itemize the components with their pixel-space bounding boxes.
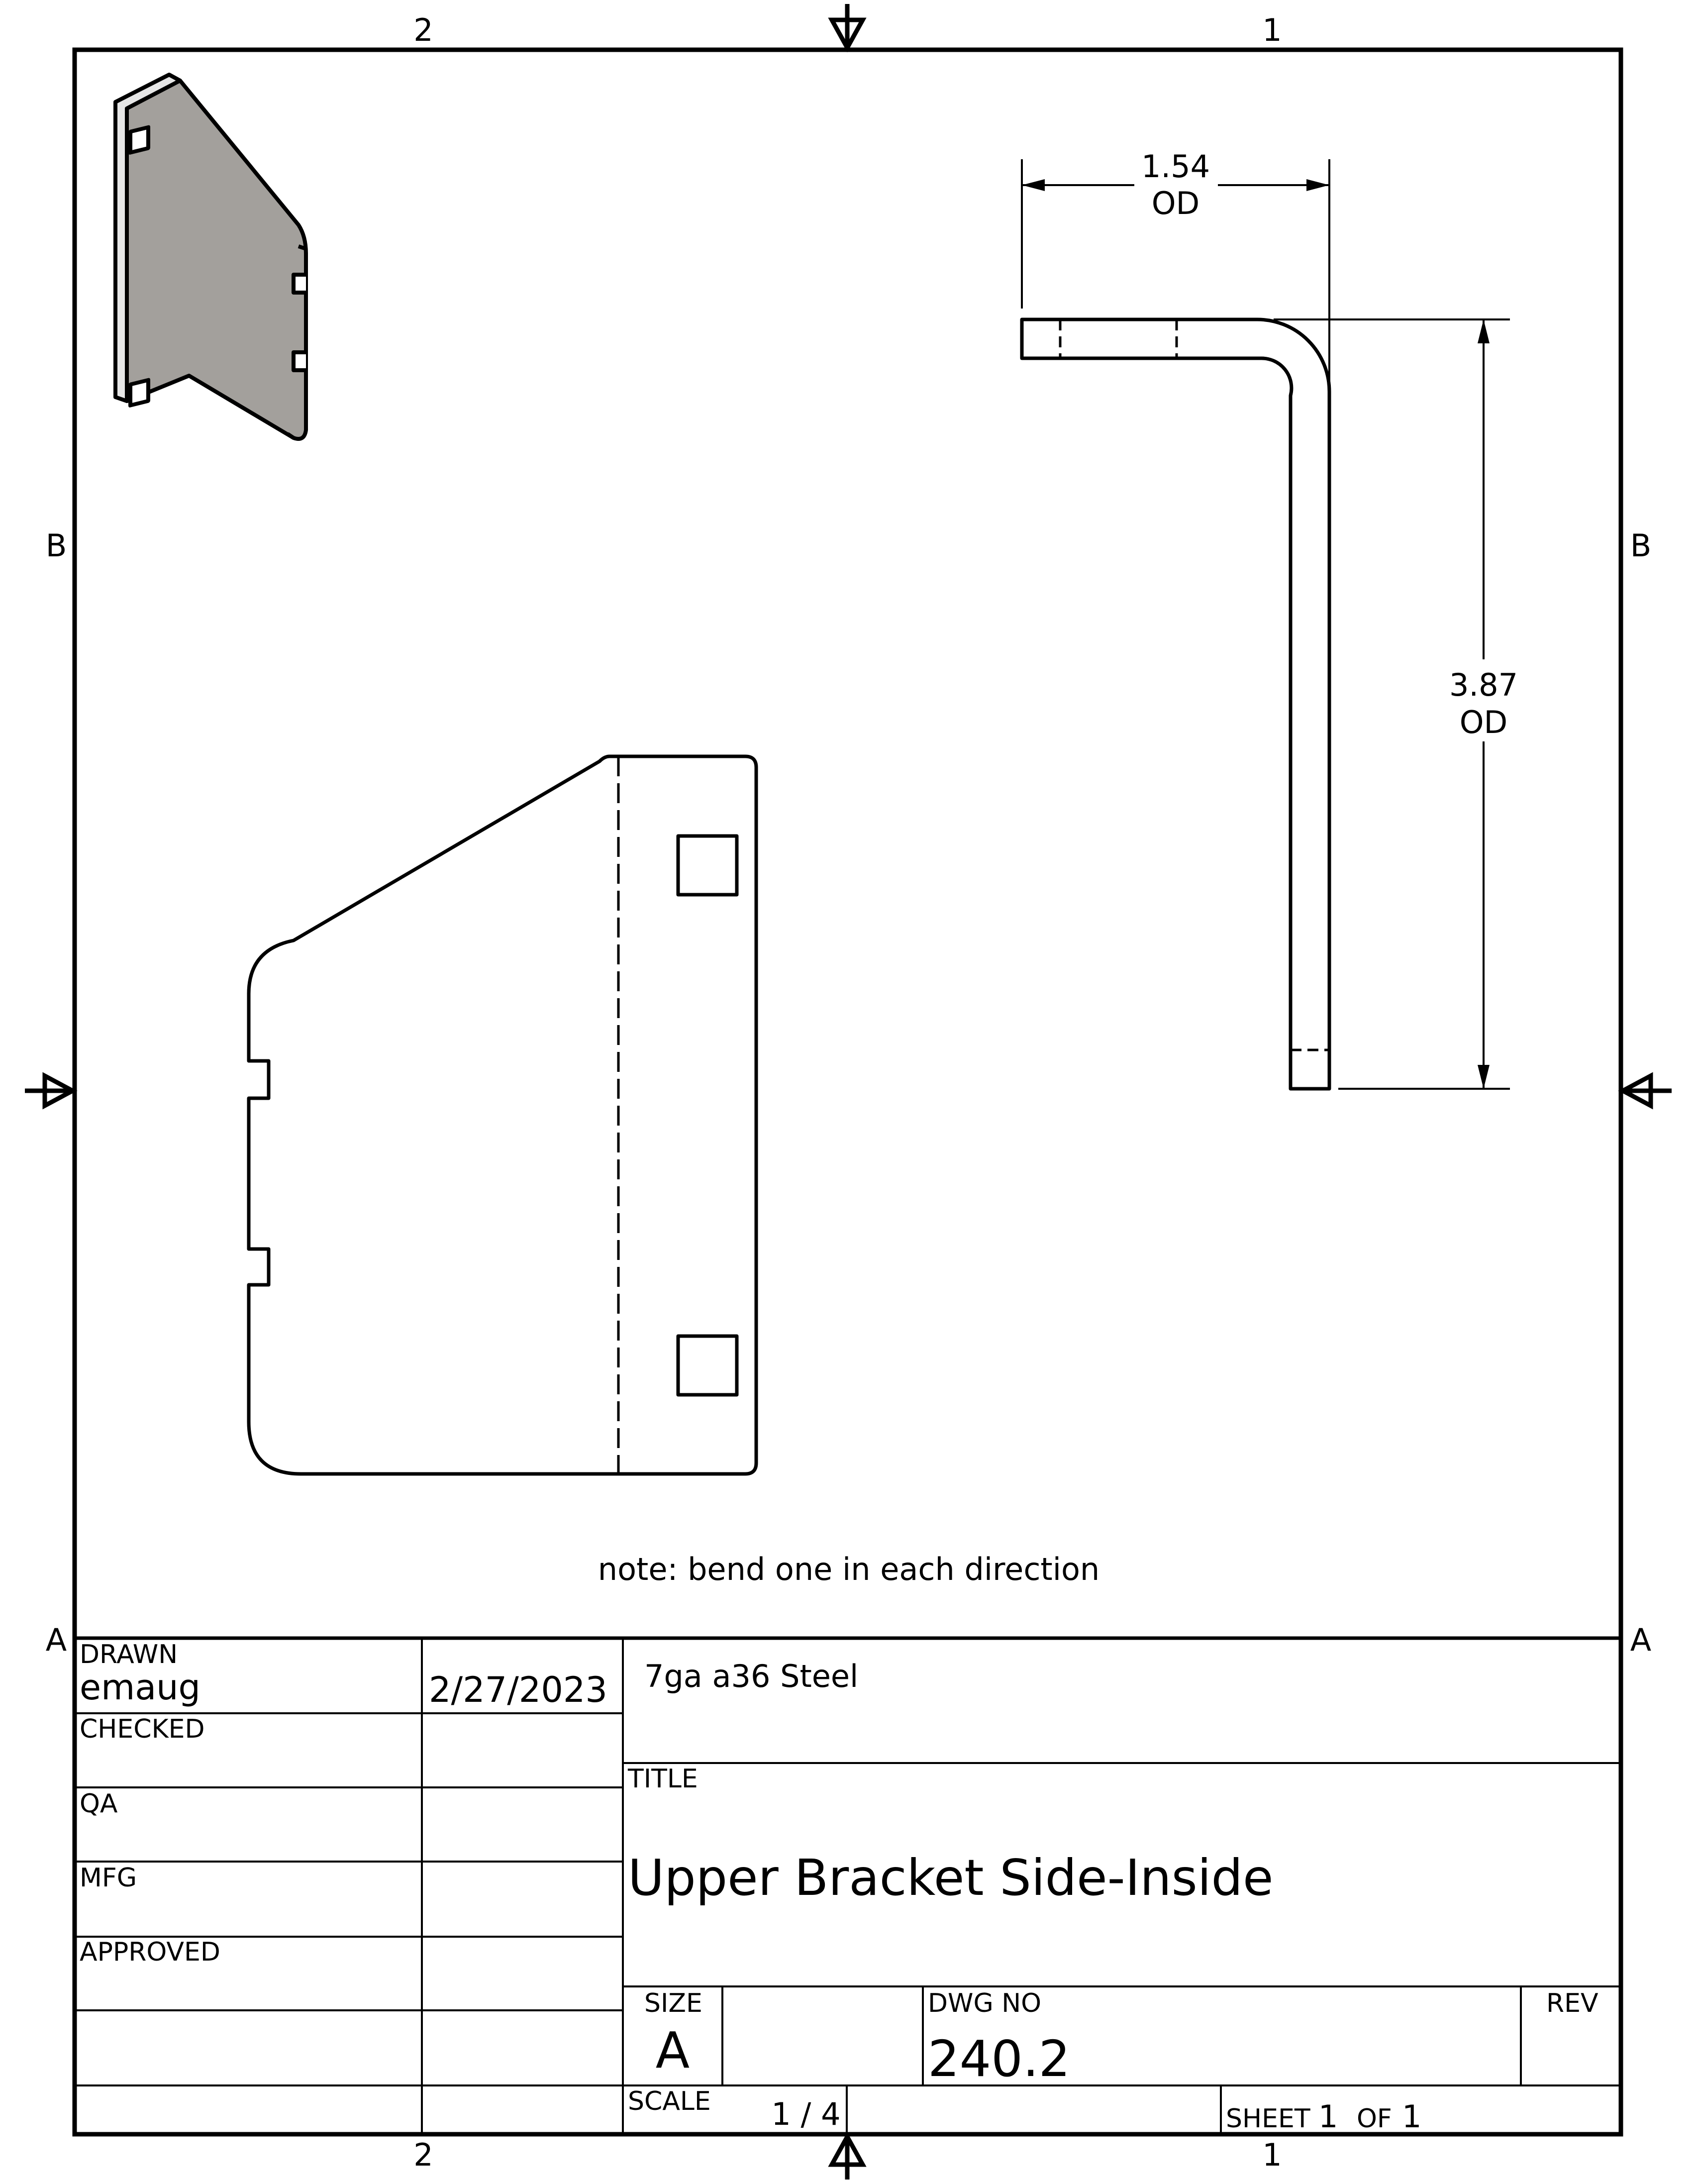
- dimension-width-label: OD: [1152, 185, 1200, 221]
- sheet-label: SHEET: [1226, 2104, 1310, 2134]
- side-view-outline: [1020, 317, 1331, 1091]
- zone-top-2: 2: [413, 12, 433, 48]
- size-value: A: [656, 2021, 690, 2080]
- dwg-no-label: DWG NO: [928, 1988, 1041, 2018]
- iso-top-edge: [168, 73, 307, 440]
- drawn-by: emaug: [80, 1667, 200, 1708]
- centering-marks: [25, 4, 1672, 2180]
- checked-label: CHECKED: [80, 1714, 205, 1744]
- drawing-note: note: bend one in each direction: [598, 1551, 1099, 1587]
- dwg-no-value: 240.2: [928, 2030, 1070, 2088]
- iso-square-hole-upper: [128, 125, 150, 155]
- iso-notch-lower: [292, 350, 306, 372]
- title-block: [75, 1636, 1621, 2134]
- zone-right-A: A: [1630, 1622, 1651, 1658]
- zone-labels: 2 1 2 1 B A B A: [46, 12, 1652, 2173]
- iso-main-face: [125, 79, 308, 441]
- mfg-label: MFG: [80, 1863, 137, 1893]
- of-value: 1: [1402, 2098, 1421, 2135]
- arrowhead-bottom: [1478, 1065, 1490, 1089]
- arrowhead-left: [1022, 179, 1045, 191]
- scale-value: 1 / 4: [771, 2096, 840, 2132]
- dimension-height-value: 3.87: [1449, 667, 1518, 703]
- front-view: [247, 754, 758, 1476]
- title-label: TITLE: [627, 1764, 698, 1794]
- sheet-value: 1: [1318, 2098, 1338, 2135]
- zone-left-B: B: [46, 527, 67, 564]
- drawn-label: DRAWN: [80, 1640, 178, 1669]
- dimension-width: [1021, 159, 1330, 383]
- centering-mark-bottom: [828, 2132, 867, 2180]
- zone-bottom-1: 1: [1262, 2137, 1282, 2173]
- zone-top-1: 1: [1262, 12, 1282, 48]
- material: 7ga a36 Steel: [644, 1658, 858, 1694]
- side-view: [1020, 317, 1331, 1091]
- front-view-outline: [247, 754, 758, 1476]
- square-hole-lower: [676, 1334, 739, 1397]
- of-label: OF: [1357, 2104, 1392, 2134]
- isometric-view: [113, 73, 308, 441]
- scale-label: SCALE: [628, 2086, 711, 2116]
- square-hole-upper: [676, 834, 739, 897]
- dimension-height-label: OD: [1460, 704, 1508, 740]
- centering-mark-top: [828, 4, 867, 53]
- zone-left-A: A: [46, 1622, 67, 1658]
- qa-label: QA: [80, 1789, 118, 1819]
- drawing-title: Upper Bracket Side-Inside: [628, 1849, 1274, 1907]
- arrowhead-right: [1306, 179, 1329, 191]
- arrowhead-top: [1478, 319, 1490, 343]
- rev-label: REV: [1546, 1988, 1598, 2018]
- approved-label: APPROVED: [80, 1937, 220, 1967]
- iso-notch-upper: [292, 273, 306, 295]
- centering-mark-right: [1618, 1072, 1672, 1110]
- centering-mark-left: [25, 1072, 78, 1110]
- size-label: SIZE: [644, 1988, 702, 2018]
- iso-square-hole-lower: [128, 378, 150, 408]
- dimension-width-value: 1.54: [1141, 148, 1210, 185]
- drawn-date: 2/27/2023: [429, 1669, 607, 1710]
- zone-right-B: B: [1630, 527, 1652, 564]
- zone-bottom-2: 2: [413, 2137, 433, 2173]
- dimension-height: [1274, 318, 1510, 1090]
